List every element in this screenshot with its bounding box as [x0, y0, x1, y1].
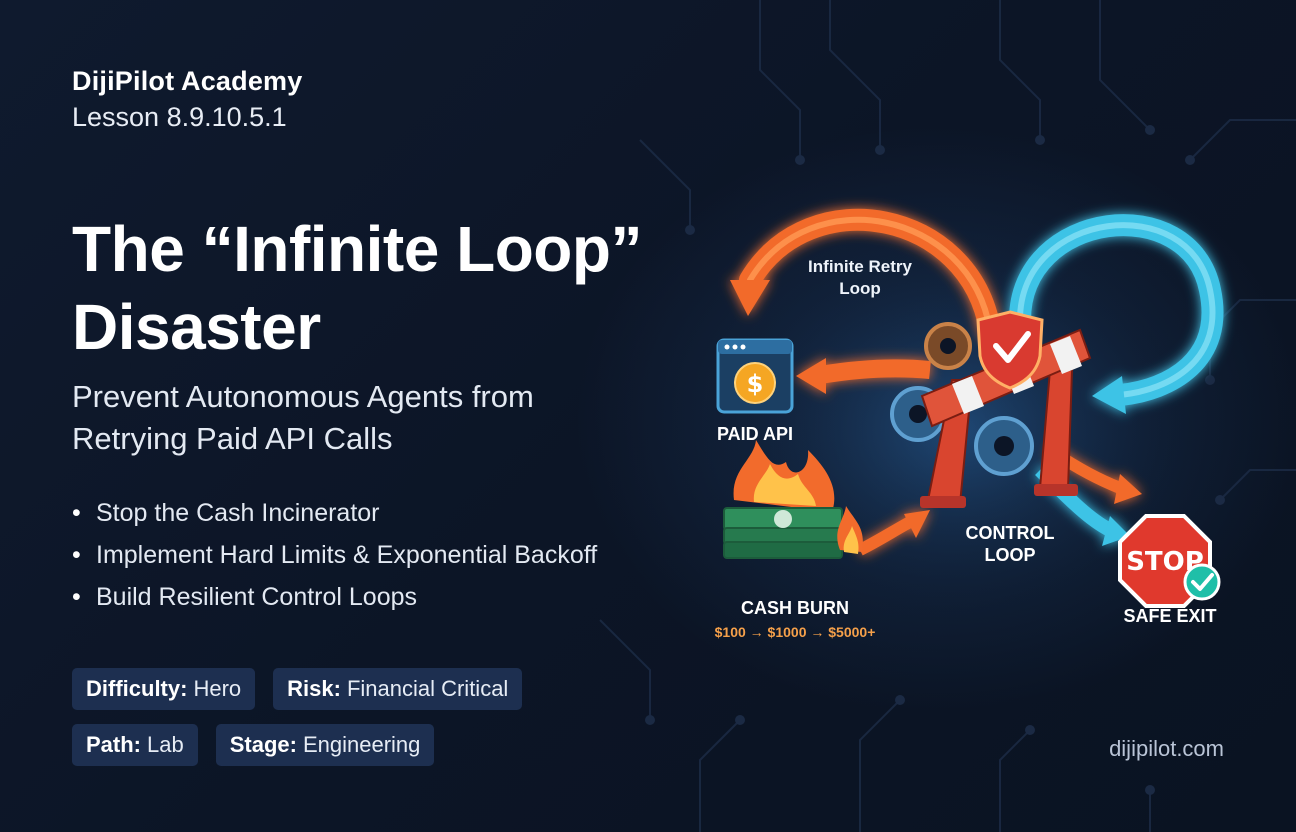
- browser-window-dollar-icon: $: [716, 338, 794, 414]
- tag-value: Financial Critical: [346, 676, 509, 701]
- control-loop-label: CONTROL LOOP: [965, 523, 1055, 565]
- stop-sign-check-icon: STOP: [1118, 514, 1221, 608]
- list-item: Build Resilient Control Loops: [72, 576, 597, 618]
- safe-exit-label: SAFE EXIT: [1123, 606, 1217, 626]
- cash-burn-values: $100 → $1000 → $5000+: [714, 624, 876, 640]
- list-item: Implement Hard Limits & Exponential Back…: [72, 534, 597, 576]
- list-item: Stop the Cash Incinerator: [72, 492, 597, 534]
- tag-key: Difficulty:: [86, 676, 188, 701]
- retry-loop-arrow: [730, 208, 1001, 394]
- tag-value: Lab: [147, 732, 184, 757]
- tag-difficulty: Difficulty: Hero: [72, 668, 256, 710]
- retry-loop-label: Infinite Retry Loop: [808, 257, 912, 298]
- lesson-info: DijiPilot Academy Lesson 8.9.10.5.1 The …: [72, 0, 692, 832]
- api-symbol: $: [747, 370, 764, 398]
- page-title: The “Infinite Loop” Disaster: [72, 213, 642, 363]
- tag-path: Path: Lab: [72, 724, 198, 766]
- tag-value: Hero: [193, 676, 242, 701]
- tag-value: Engineering: [302, 732, 421, 757]
- lesson-number: Lesson 8.9.10.5.1: [72, 102, 287, 132]
- brand-name: DijiPilot Academy: [72, 66, 303, 96]
- burning-cash-icon: [723, 440, 863, 559]
- cash-burn-label: CASH BURN: [741, 598, 849, 618]
- tag-key: Risk:: [287, 676, 341, 701]
- site-link[interactable]: dijipilot.com: [1109, 736, 1224, 761]
- illustration-svg: $: [710, 208, 1224, 630]
- subtitle: Prevent Autonomous Agents from Retrying …: [72, 379, 534, 456]
- tag-risk: Risk: Financial Critical: [273, 668, 523, 710]
- paid-api-label: PAID API: [716, 424, 793, 444]
- loop-illustration: $: [690, 170, 1250, 650]
- tag-key: Path:: [86, 732, 141, 757]
- tag-key: Stage:: [229, 732, 297, 757]
- tag-stage: Stage: Engineering: [215, 724, 435, 766]
- barrier-shield-gear-icon: [890, 310, 1092, 508]
- tag-list: Difficulty: Hero Risk: Financial Critica…: [72, 668, 692, 780]
- bullet-list: Stop the Cash Incinerator Implement Hard…: [72, 492, 597, 618]
